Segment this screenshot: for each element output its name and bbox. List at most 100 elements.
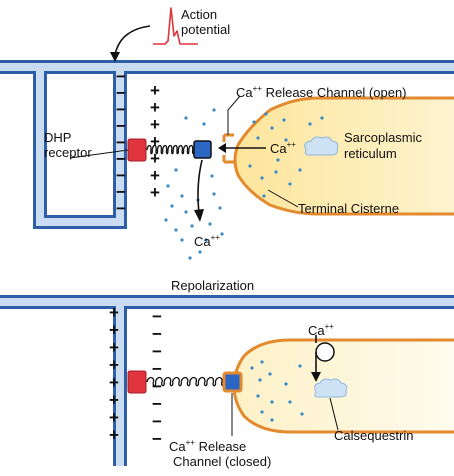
bottom-inner-sign-5: − (152, 395, 162, 414)
ca-inside-sr-label: Ca++ (270, 140, 296, 156)
bottom-sr-dot-8 (288, 400, 292, 404)
top-inner-sign-3: + (150, 132, 160, 151)
top-linker-spring (146, 144, 195, 155)
action-potential-label-line1: Action (181, 7, 217, 22)
release-channel-pointer-line (227, 95, 241, 135)
top-outer-sign-0: − (116, 67, 126, 86)
top-outer-sign-2: − (116, 100, 126, 119)
top-panel: Action potential (0, 7, 454, 260)
top-outer-sign-3: − (116, 117, 126, 136)
bottom-release-channel-closed (222, 371, 243, 393)
bottom-outer-sign-6: + (109, 408, 119, 427)
top-cyto-dot-15 (204, 238, 208, 242)
action-potential-label-line2: potential (181, 22, 230, 37)
bottom-outer-sign-1: + (109, 321, 119, 340)
bottom-sr-dot-4 (256, 394, 260, 398)
sr-label-line2: reticulum (344, 146, 397, 161)
sr-label-line1: Sarcoplasmic (344, 130, 423, 145)
bottom-inner-sign-6: − (152, 412, 162, 431)
top-cyto-dot-7 (184, 210, 188, 214)
top-cyto-dot-5 (180, 194, 184, 198)
bottom-sr-dot-3 (268, 372, 272, 376)
top-t-tubule-membrane (0, 60, 454, 229)
bottom-sr-calcium-dots (250, 360, 304, 422)
top-cyto-dot-17 (164, 218, 168, 222)
top-ca-release-arrow (197, 159, 203, 214)
top-ca-inflow-arrowhead (218, 143, 226, 153)
top-inner-sign-5: + (150, 166, 160, 185)
top-outer-sign-4: − (116, 133, 126, 152)
top-sr-calcium-dots (248, 112, 324, 198)
top-sr-dot-7 (274, 170, 278, 174)
bottom-outer-sign-5: + (109, 391, 119, 410)
repolarization-title: Repolarization (171, 278, 254, 293)
bottom-sr-dot-9 (298, 364, 302, 368)
top-sr-dot-1 (264, 112, 268, 116)
calsequestrin-pointer-line (329, 397, 339, 431)
top-sr-dot-11 (320, 116, 324, 120)
top-cyto-dot-4 (166, 184, 170, 188)
bottom-sr-dot-11 (270, 418, 274, 422)
bottom-sr-dot-0 (250, 366, 254, 370)
calsequestrin-label: Calsequestrin (334, 428, 414, 443)
top-sr-dot-2 (270, 126, 274, 130)
top-inner-sign-0: + (150, 81, 160, 100)
bottom-ca-label: Ca++ (308, 322, 334, 338)
bottom-dhp-receptor (127, 370, 147, 394)
bottom-outer-sign-0: + (109, 303, 119, 322)
bottom-inner-sign-2: − (152, 342, 162, 361)
top-cyto-dot-9 (174, 228, 178, 232)
top-release-channel-open (193, 140, 212, 159)
bottom-outer-sign-7: + (109, 426, 119, 445)
bottom-t-tubule-membrane (0, 295, 454, 466)
bottom-sr-dot-2 (258, 378, 262, 382)
top-ca-release-arrowhead (194, 209, 204, 222)
bottom-inner-sign-4: − (152, 377, 162, 396)
dhp-label-line2: receptor (44, 145, 92, 160)
top-cyto-dot-10 (180, 238, 184, 242)
top-sr-dot-5 (248, 164, 252, 168)
top-outer-sign-1: − (116, 84, 126, 103)
ca-released-label: Ca++ (194, 233, 220, 249)
ca-uptake-arrowhead (311, 372, 321, 382)
dhp-label-line1: DHP (44, 130, 71, 145)
top-sr-dot-10 (308, 122, 312, 126)
top-outer-sign-6: − (116, 166, 126, 185)
closed-channel-label-line2: Channel (closed) (173, 454, 271, 469)
top-cyto-dot-14 (208, 222, 212, 226)
bottom-calsequestrin-icon (314, 378, 348, 398)
top-cyto-dot-6 (170, 204, 174, 208)
top-sr-dot-8 (288, 182, 292, 186)
top-cyto-dot-3 (174, 168, 178, 172)
top-cyto-dot-19 (198, 250, 202, 254)
top-sr-dot-14 (276, 158, 280, 162)
top-sr-dot-3 (282, 118, 286, 122)
top-dhp-receptor (127, 138, 147, 162)
bottom-outer-sign-3: + (109, 356, 119, 375)
top-outer-sign-8: − (116, 199, 126, 218)
top-calsequestrin-icon (304, 136, 339, 156)
top-membrane-fill (0, 63, 124, 226)
closed-channel-label-line1: Ca++ Release (169, 438, 246, 454)
action-potential-arrow (114, 25, 151, 56)
bottom-outer-sign-2: + (109, 338, 119, 357)
terminal-cisterne-pointer-line (267, 189, 299, 208)
bottom-sr-dot-7 (284, 382, 288, 386)
bottom-sr-dot-6 (260, 410, 264, 414)
top-cyto-dot-1 (184, 116, 188, 120)
top-inner-sign-2: + (150, 115, 160, 134)
dhp-pointer-line (69, 149, 129, 159)
bottom-sr-dot-1 (260, 360, 264, 364)
terminal-cisterne-label: Terminal Cisterne (298, 201, 399, 216)
top-cyto-dot-2 (202, 122, 206, 126)
bottom-sr-dot-10 (300, 412, 304, 416)
action-potential-icon (153, 7, 198, 45)
top-cyto-dot-11 (210, 174, 214, 178)
ca-pump-icon (315, 342, 335, 362)
bottom-outer-charge-signs: ++++++++ (109, 303, 119, 445)
top-inner-sign-1: + (150, 98, 160, 117)
bottom-panel: Repolarization ++++++++ −−−−−−−− (0, 278, 454, 469)
bottom-inner-sign-3: − (152, 360, 162, 379)
top-sr-dot-12 (284, 138, 288, 142)
